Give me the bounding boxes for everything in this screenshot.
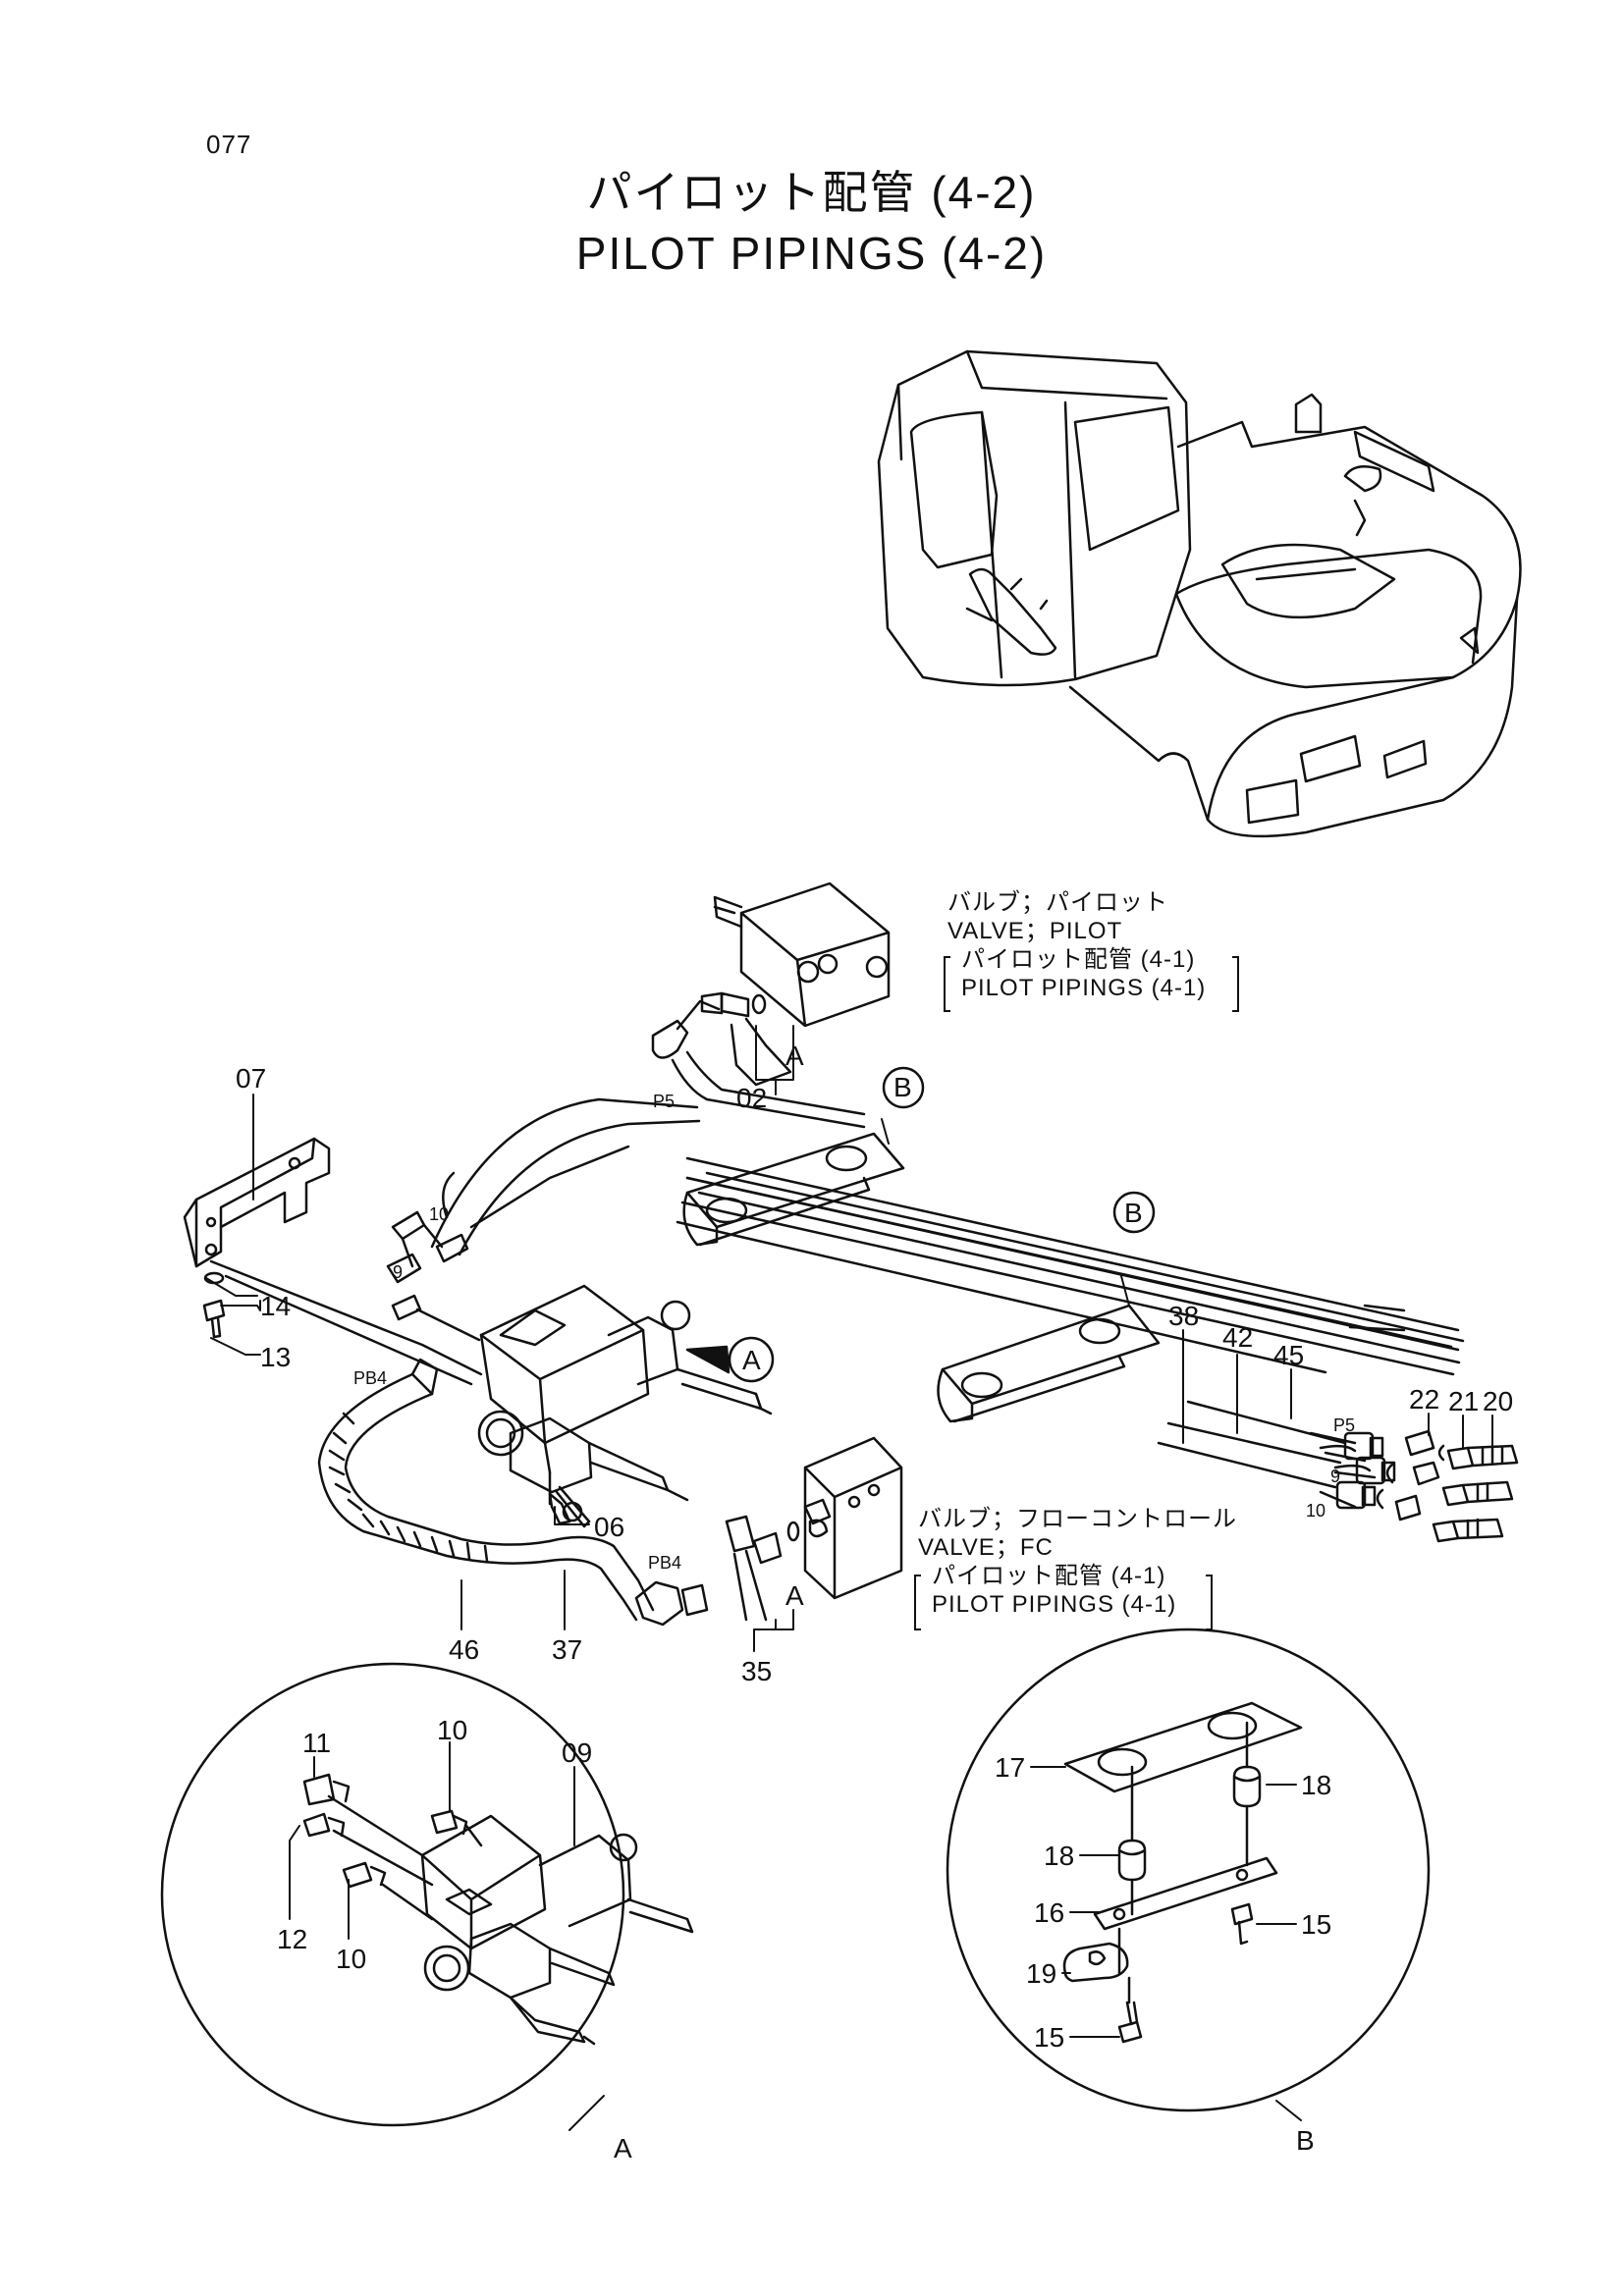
callout-38: 38 bbox=[1168, 1301, 1199, 1331]
pilot-valve-block bbox=[713, 881, 891, 1028]
fc-valve-block bbox=[803, 1436, 903, 1600]
port-pb4-right: PB4 bbox=[648, 1553, 681, 1573]
detail-b-callout-15-bottom: 15 bbox=[1034, 2022, 1064, 2053]
detail-a-leaders bbox=[289, 1741, 605, 2131]
port-labels: P5 P5 PB4 PB4 9 10 9 10 bbox=[353, 1092, 1355, 1573]
detail-marker-shapes bbox=[685, 1066, 1156, 1383]
note-valve-fc-jp: バルブ；フローコントロール bbox=[918, 1506, 1237, 1532]
callout-45: 45 bbox=[1273, 1340, 1304, 1370]
marker-a-arrow: A bbox=[742, 1345, 761, 1375]
fittings-02 bbox=[651, 991, 792, 1087]
fitting-group-right bbox=[1335, 1431, 1396, 1510]
detail-a-callout-09: 09 bbox=[562, 1737, 592, 1768]
title-en: PILOT PIPINGS (4-2) bbox=[575, 228, 1048, 279]
hose-clamp-bars bbox=[676, 1156, 1465, 1376]
detail-b-circle bbox=[946, 1628, 1431, 2112]
port-pb4-left: PB4 bbox=[353, 1368, 387, 1388]
fittings-35 bbox=[634, 1515, 800, 1627]
callout-14: 14 bbox=[260, 1291, 291, 1321]
page-title: パイロット配管 (4-2) PILOT PIPINGS (4-2) bbox=[0, 162, 1623, 284]
note-valve-pilot-ref-en: PILOT PIPINGS (4-1) bbox=[961, 975, 1207, 1001]
detail-b-leaders bbox=[1030, 1766, 1302, 2121]
clamp-plate-b-lower bbox=[937, 1304, 1161, 1423]
fittings-9-10-left bbox=[386, 1210, 481, 1342]
page-number: 077 bbox=[206, 130, 252, 159]
title-jp: パイロット配管 (4-2) bbox=[586, 167, 1037, 218]
callout-46: 46 bbox=[449, 1634, 479, 1665]
port-9-right: 9 bbox=[1330, 1467, 1340, 1486]
callout-labels: 07 14 13 02 06 38 42 45 22 21 20 46 37 3… bbox=[236, 1063, 1513, 2053]
port-10-left: 10 bbox=[429, 1204, 449, 1224]
marker-b-lower: B bbox=[1124, 1198, 1143, 1228]
detail-a-circle bbox=[160, 1662, 694, 2127]
note-valve-fc: バルブ；フローコントロール VALVE；FC パイロット配管 (4-1) PIL… bbox=[918, 1505, 1237, 1619]
excavator-overview bbox=[877, 349, 1522, 838]
marker-a-bottom: A bbox=[785, 1580, 804, 1611]
marker-b-upper: B bbox=[893, 1072, 912, 1102]
detail-a-callout-12: 12 bbox=[277, 1924, 307, 1954]
hose-ends-right bbox=[1157, 1400, 1396, 1510]
note-valve-pilot-en: VALVE；PILOT bbox=[947, 918, 1123, 944]
note-valve-pilot-jp: バルブ；パイロット bbox=[947, 889, 1168, 916]
callout-07: 07 bbox=[236, 1063, 266, 1094]
callout-35: 35 bbox=[741, 1656, 772, 1686]
detail-b-label: B bbox=[1296, 2125, 1315, 2156]
detail-a-callout-11: 11 bbox=[302, 1728, 331, 1758]
detail-b-callout-15-right: 15 bbox=[1301, 1909, 1331, 1940]
note-valve-fc-ref-en: PILOT PIPINGS (4-1) bbox=[932, 1591, 1177, 1618]
note-valve-pilot: バルブ；パイロット VALVE；PILOT パイロット配管 (4-1) PILO… bbox=[947, 888, 1206, 1002]
port-9-left: 9 bbox=[393, 1262, 403, 1282]
note-valve-fc-en: VALVE；FC bbox=[918, 1534, 1054, 1561]
port-10-right: 10 bbox=[1306, 1501, 1325, 1521]
leader-lines bbox=[205, 1025, 1493, 1652]
port-p5-top: P5 bbox=[653, 1092, 675, 1111]
callout-21: 21 bbox=[1448, 1386, 1479, 1416]
detail-b-callout-19: 19 bbox=[1026, 1958, 1056, 1989]
callout-13: 13 bbox=[260, 1342, 291, 1372]
callout-02: 02 bbox=[736, 1083, 767, 1113]
detail-b-callout-17: 17 bbox=[995, 1752, 1025, 1783]
detail-marker-labels: A A B B A A B bbox=[614, 1041, 1315, 2163]
callout-37: 37 bbox=[552, 1634, 582, 1665]
detail-a-callout-10-bottom: 10 bbox=[336, 1944, 366, 1974]
detail-b-callout-18-left: 18 bbox=[1044, 1841, 1074, 1871]
hoses-upper bbox=[430, 1050, 866, 1256]
marker-a-top: A bbox=[785, 1041, 804, 1071]
callout-22: 22 bbox=[1409, 1384, 1439, 1415]
clamp-plate-b-upper bbox=[682, 1132, 905, 1247]
port-p5-right: P5 bbox=[1333, 1415, 1355, 1435]
callout-20: 20 bbox=[1483, 1386, 1513, 1416]
detail-b-callout-16: 16 bbox=[1034, 1897, 1064, 1928]
note-valve-pilot-ref-jp: パイロット配管 (4-1) bbox=[961, 946, 1196, 973]
right-fittings-20-22 bbox=[1376, 1429, 1519, 1543]
note-valve-fc-ref-jp: パイロット配管 (4-1) bbox=[932, 1563, 1166, 1589]
detail-a-label: A bbox=[614, 2133, 632, 2163]
callout-06: 06 bbox=[594, 1512, 624, 1542]
detail-b-callout-18-right: 18 bbox=[1301, 1770, 1331, 1800]
detail-a-callout-10-top: 10 bbox=[437, 1715, 467, 1745]
hose-46-37 bbox=[317, 1358, 655, 1622]
callout-42: 42 bbox=[1222, 1322, 1253, 1353]
